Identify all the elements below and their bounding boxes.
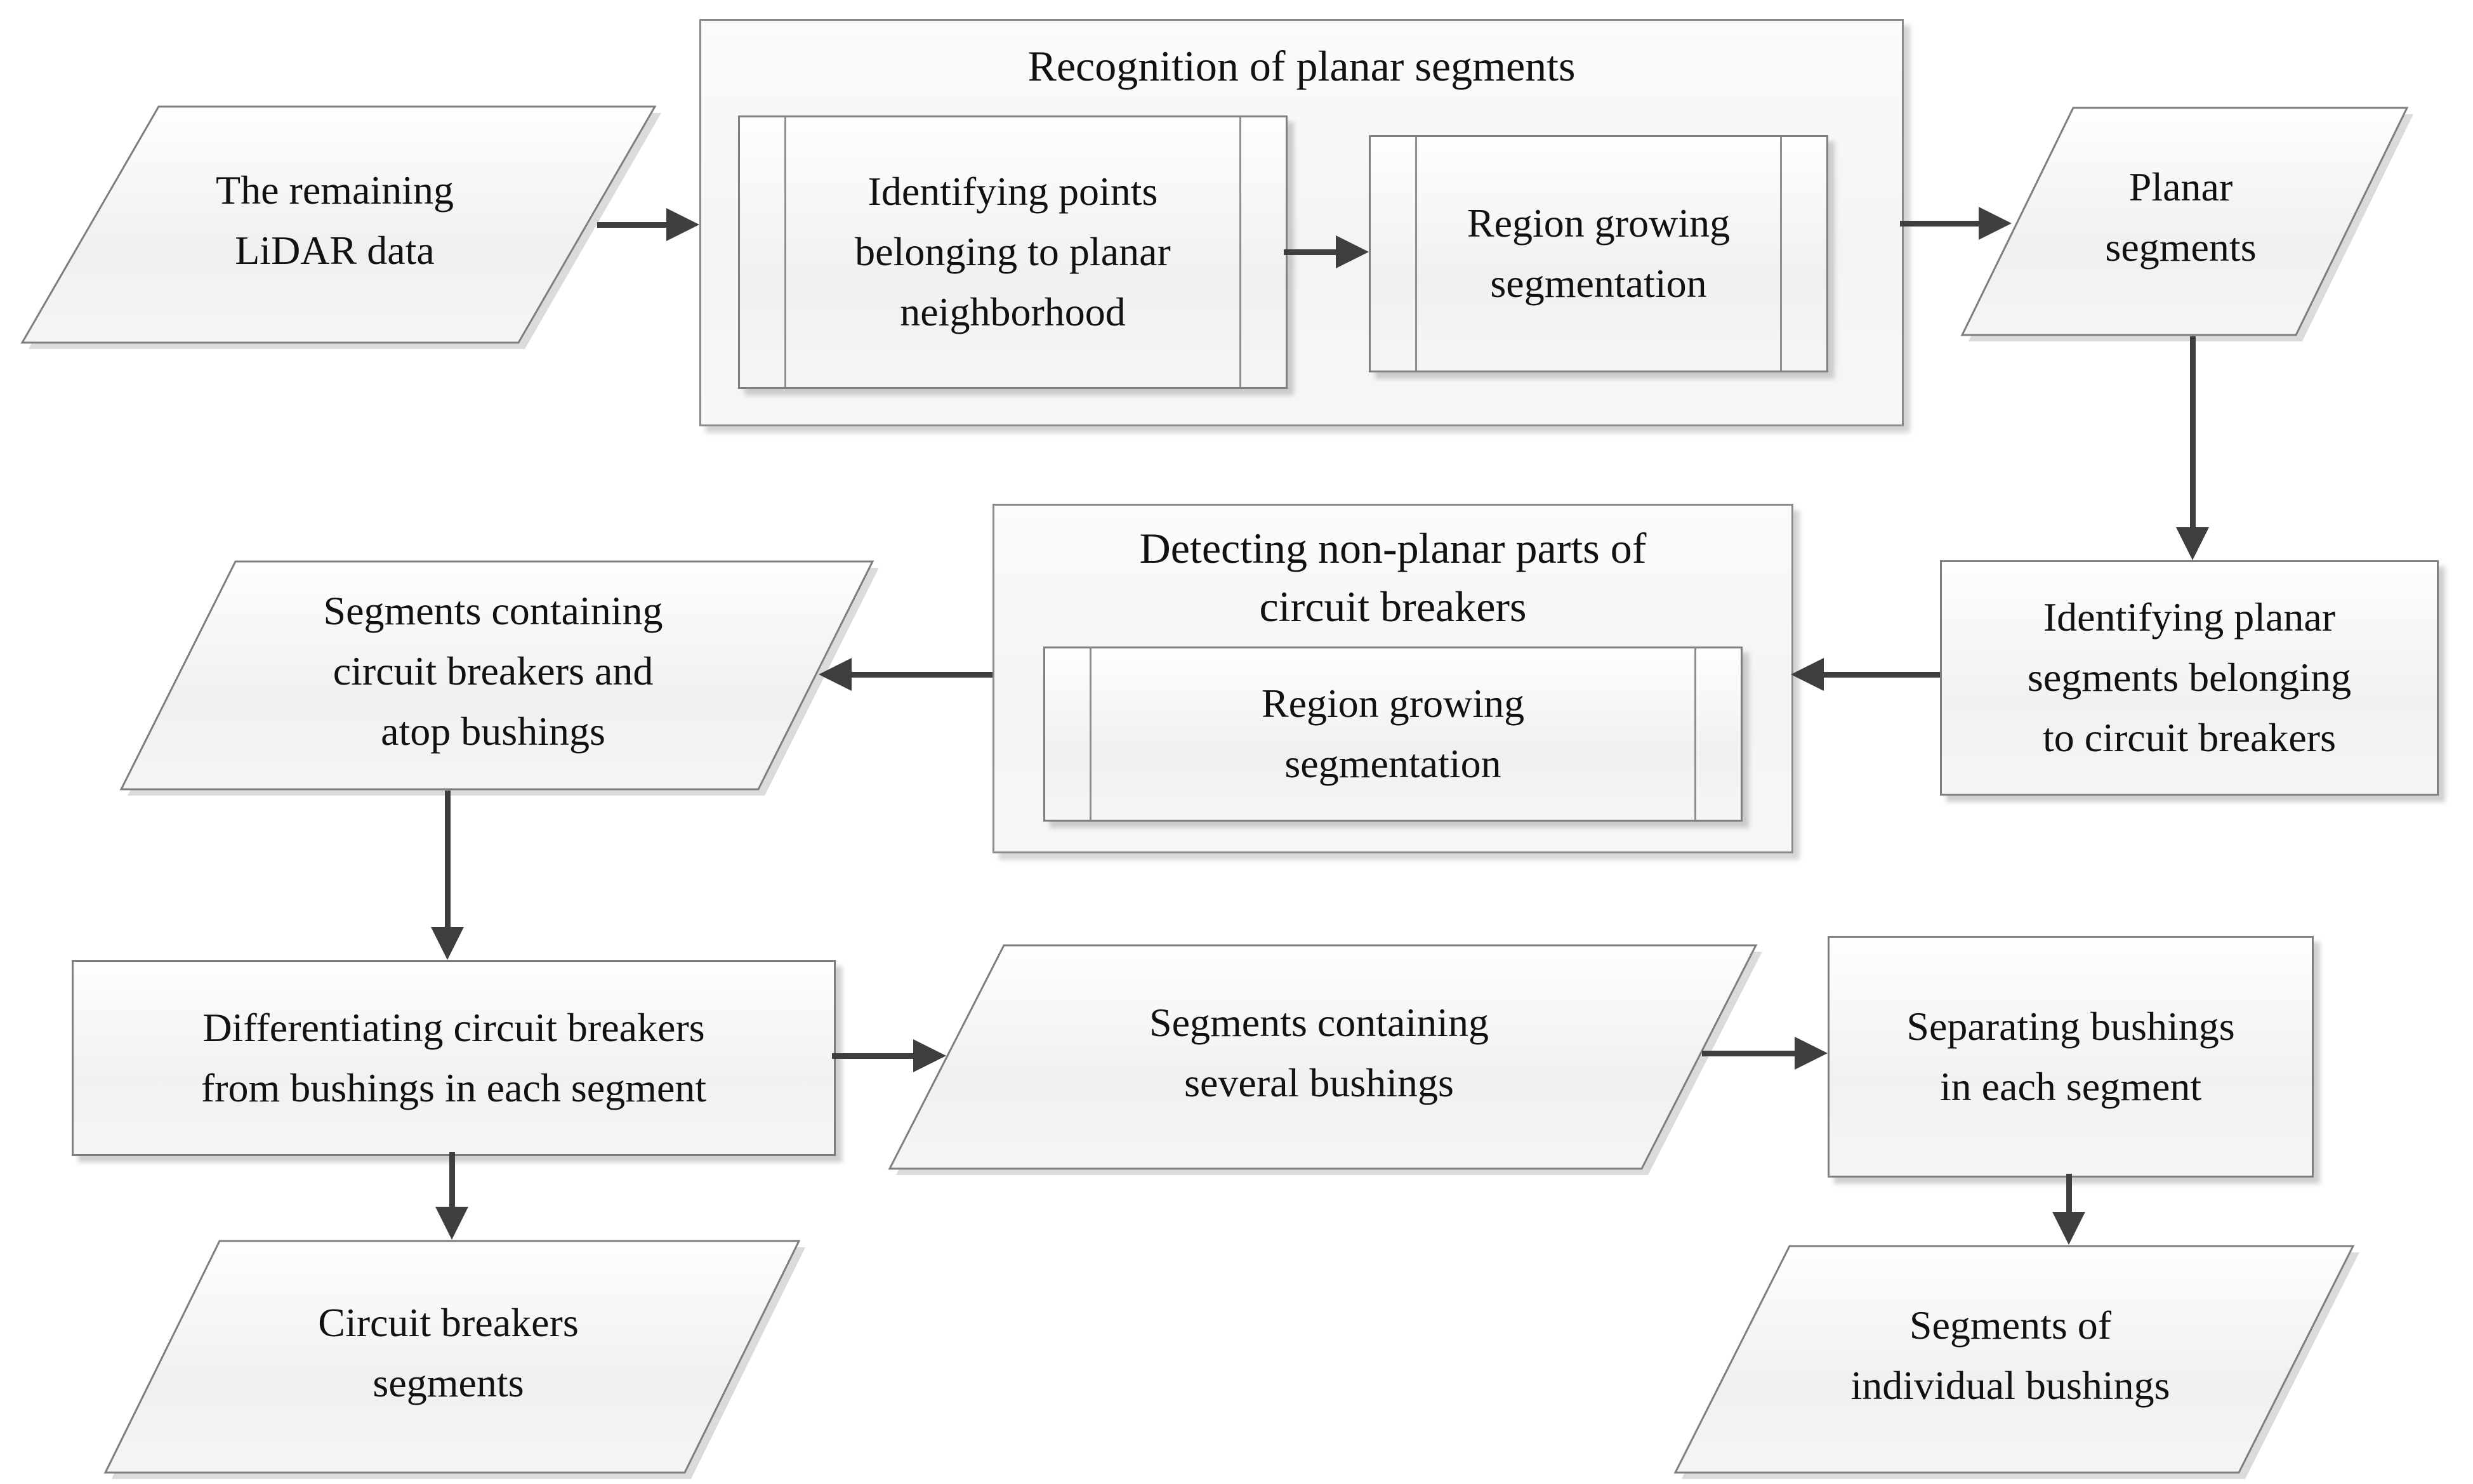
parallelogram-shape <box>1673 1245 2359 1479</box>
arrow-differentiating-to-several-line <box>832 1053 914 1059</box>
subroutine-right-bar <box>1780 137 1782 371</box>
node-separating-bushings: Separating bushings in each segment <box>1828 936 2314 1178</box>
arrow-identifying-to-detecting-head <box>1791 658 1824 691</box>
parallelogram-shape <box>103 1240 805 1479</box>
arrow-differentiating-to-several-head <box>913 1039 946 1072</box>
arrow-detecting-to-segments-line <box>852 672 992 678</box>
parallelogram-shape <box>1960 107 2413 341</box>
node-label: Differentiating circuit breakers from bu… <box>201 1004 707 1110</box>
subroutine-right-bar <box>1239 117 1241 387</box>
node-remaining-lidar-data: The remaining LiDAR data <box>20 105 661 349</box>
group-title-recognition: Recognition of planar segments <box>1027 42 1576 90</box>
subroutine-left-bar <box>1090 648 1091 820</box>
node-label: Region growing segmentation <box>1261 681 1525 786</box>
node-segments-individual-bushings: Segments of individual bushings <box>1673 1245 2359 1479</box>
node-planar-segments: Planar segments <box>1960 107 2413 341</box>
arrow-separating-to-individual-line <box>2066 1174 2072 1213</box>
node-label: The remaining LiDAR data <box>216 167 454 273</box>
arrow-detecting-to-segments-head <box>819 658 852 691</box>
node-label: Segments containing several bushings <box>1149 1000 1489 1105</box>
arrow-segments-to-differentiating-line <box>445 791 451 928</box>
node-label: Circuit breakers segments <box>318 1299 579 1405</box>
node-region-growing-segmentation-1: Region growing segmentation <box>1369 135 1828 372</box>
arrow-several-to-separating-line <box>1702 1051 1796 1056</box>
arrow-recognition-to-planar-line <box>1900 221 1981 227</box>
node-label: Separating bushings in each segment <box>1906 1003 2235 1109</box>
group-title-detecting: Detecting non-planar parts of circuit br… <box>1139 524 1647 631</box>
node-segments-several-bushings: Segments containing several bushings <box>888 944 1762 1175</box>
node-label: Region growing segmentation <box>1467 200 1731 306</box>
node-label: Segments containing circuit breakers and… <box>323 588 663 754</box>
parallelogram-shape <box>888 944 1762 1175</box>
node-identifying-planar-segments: Identifying planar segments belonging to… <box>1940 560 2439 796</box>
node-label: Planar segments <box>2105 164 2257 270</box>
arrow-points-to-region-growing-line <box>1284 249 1338 255</box>
node-identifying-points-planar-neighborhood: Identifying points belonging to planar n… <box>738 115 1288 389</box>
arrow-several-to-separating-head <box>1795 1037 1828 1070</box>
arrow-segments-to-differentiating-head <box>431 927 464 960</box>
node-differentiating-circuit-breakers: Differentiating circuit breakers from bu… <box>72 960 836 1156</box>
parallelogram-shape <box>20 105 661 349</box>
arrow-points-to-region-growing-head <box>1336 235 1369 268</box>
arrow-differentiating-to-cbsegments-line <box>449 1152 455 1208</box>
arrow-lidar-to-recognition-line <box>597 222 668 228</box>
node-segments-circuit-breakers-atop-bushings: Segments containing circuit breakers and… <box>119 560 879 796</box>
node-region-growing-segmentation-2: Region growing segmentation <box>1043 647 1743 822</box>
arrow-identifying-to-detecting-line <box>1824 672 1940 678</box>
arrow-recognition-to-planar-head <box>1979 207 2012 240</box>
arrow-separating-to-individual-head <box>2052 1212 2085 1245</box>
arrow-lidar-to-recognition-head <box>666 208 699 241</box>
arrow-planar-to-identifying-head <box>2176 527 2209 560</box>
node-label: Identifying planar segments belonging to… <box>2027 594 2352 760</box>
node-label: Identifying points belonging to planar n… <box>855 169 1171 334</box>
arrow-planar-to-identifying-line <box>2190 336 2196 529</box>
node-circuit-breakers-segments: Circuit breakers segments <box>103 1240 805 1479</box>
subroutine-right-bar <box>1694 648 1696 820</box>
arrow-differentiating-to-cbsegments-head <box>435 1207 468 1240</box>
subroutine-left-bar <box>784 117 786 387</box>
node-label: Segments of individual bushings <box>1850 1302 2170 1408</box>
parallelogram-shape <box>119 560 879 796</box>
subroutine-left-bar <box>1415 137 1417 371</box>
